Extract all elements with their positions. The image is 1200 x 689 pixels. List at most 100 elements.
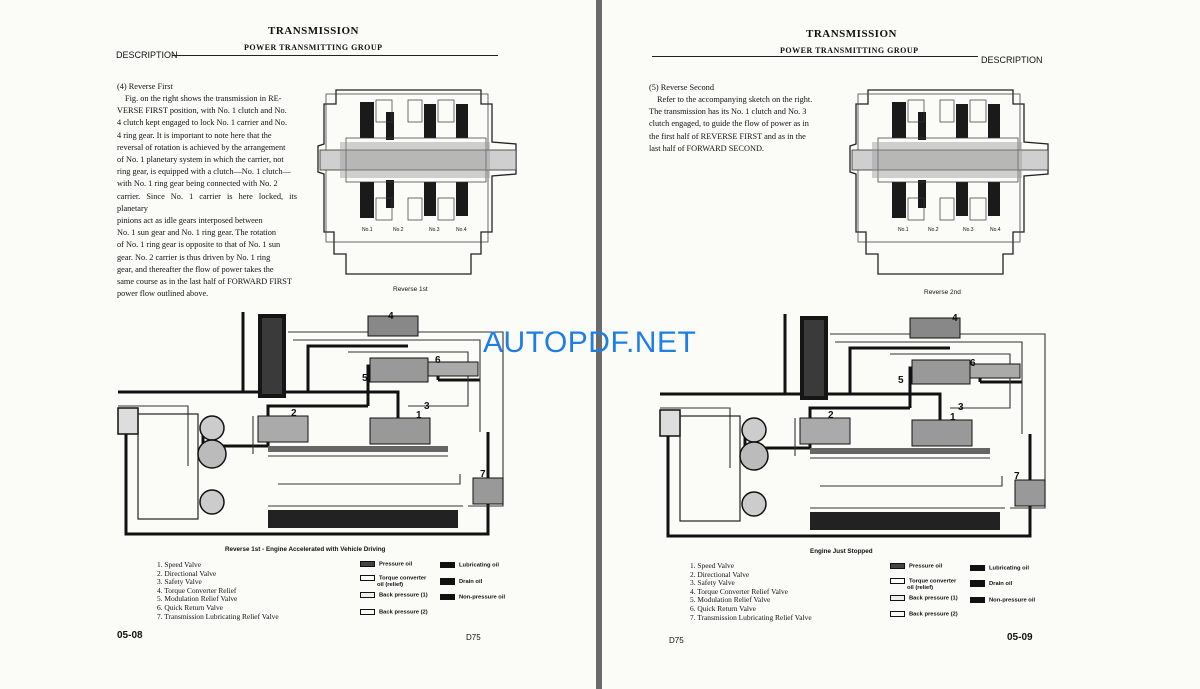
callout-4: 4 <box>388 311 394 322</box>
back1-swatch <box>890 595 905 601</box>
paragraph-line: Refer to the accompanying sketch on the … <box>657 95 813 104</box>
paragraph-line: same course as in the last half of FORWA… <box>117 277 292 287</box>
key-back2: Back pressure (2) <box>909 611 958 618</box>
sketch-caption: Reverse 2nd <box>924 289 961 296</box>
legend-item: 2. Directional Valve <box>157 568 217 578</box>
paragraph-line: of No. 1 planetary system in which the c… <box>117 155 284 165</box>
left-page: TRANSMISSION POWER TRANSMITTING GROUP DE… <box>0 0 596 689</box>
key-back1: Back pressure (1) <box>379 592 428 599</box>
legend-item: 6. Quick Return Valve <box>690 603 756 613</box>
hydraulic-diagram <box>659 314 1046 538</box>
legend-item: 5. Modulation Relief Valve <box>157 594 238 604</box>
callout-5: 5 <box>362 373 368 384</box>
page-number: 05-09 <box>1007 632 1033 643</box>
model-label: D75 <box>669 636 684 645</box>
paragraph-line: last half of FORWARD SECOND. <box>649 143 765 153</box>
clutch-label: No.3 <box>963 227 974 233</box>
key-pressure: Pressure oil <box>909 563 943 570</box>
header-rule <box>652 56 978 57</box>
paragraph-line: power flow outlined above. <box>117 289 209 299</box>
clutch-label: No.4 <box>456 227 467 233</box>
paragraph-line: The transmission has its No. 1 clutch an… <box>649 107 807 117</box>
back2-swatch <box>360 609 375 615</box>
hydraulic-diagram <box>117 312 504 536</box>
legend-item: 4. Torque Converter Relief Valve <box>690 586 788 596</box>
description-label: DESCRIPTION <box>981 55 1043 65</box>
legend-item: 6. Quick Return Valve <box>157 602 223 612</box>
oil-key: Pressure oil Lubricating oil Torque conv… <box>360 561 512 621</box>
sketch-caption: Reverse 1st <box>393 286 428 293</box>
callout-6: 6 <box>435 355 441 366</box>
clutch-label: No.2 <box>393 227 404 233</box>
key-back2: Back pressure (2) <box>379 609 428 616</box>
legend-item: 2. Directional Valve <box>690 569 750 579</box>
paragraph-line: of No. 1 ring gear is opposite to that o… <box>117 240 281 250</box>
key-pressure: Pressure oil <box>379 561 413 568</box>
callout-3: 3 <box>958 402 964 413</box>
key-drain: Drain oil <box>459 579 483 586</box>
paragraph-line: 4 ring gear. It is important to note her… <box>117 130 272 140</box>
key-lubricating: Lubricating oil <box>459 562 499 569</box>
callout-5: 5 <box>898 375 904 386</box>
callout-4: 4 <box>952 313 958 324</box>
nonpressure-swatch <box>970 597 985 603</box>
valve-legend: 1. Speed Valve 2. Directional Valve 3. S… <box>157 560 279 621</box>
watermark-text: AUTOPDF.NET <box>483 326 697 359</box>
paragraph-line: 4 clutch kept engaged to lock No. 1 carr… <box>117 118 288 128</box>
right-page: TRANSMISSION POWER TRANSMITTING GROUP DE… <box>602 0 1200 689</box>
section-heading: (4) Reverse First <box>117 82 173 91</box>
clutch-label: No.4 <box>990 227 1001 233</box>
legend-item: 7. Transmission Lubricating Relief Valve <box>690 612 812 622</box>
body-paragraph: Refer to the accompanying sketch on the … <box>649 94 831 155</box>
callout-2: 2 <box>291 408 297 419</box>
callout-3: 3 <box>424 401 430 412</box>
legend-item: 3. Safety Valve <box>157 577 202 587</box>
pressure-swatch <box>890 563 905 569</box>
key-converter: Torque converter <box>909 578 957 585</box>
pressure-swatch <box>360 561 375 567</box>
diagram-caption: Engine Just Stopped <box>810 548 873 555</box>
paragraph-line: gear. No. 2 carrier is thus driven by No… <box>117 252 271 262</box>
legend-item: 1. Speed Valve <box>157 560 201 569</box>
paragraph-line: reversal of rotation is achieved by the … <box>117 142 286 152</box>
paragraph-line: ring gear, is equipped with a clutch—No.… <box>117 167 291 177</box>
paragraph-line: the first half of REVERSE FIRST and as i… <box>649 131 806 141</box>
paragraph-line: No. 1 sun gear and No. 1 ring gear. The … <box>117 228 277 238</box>
page-subtitle: POWER TRANSMITTING GROUP <box>244 43 383 52</box>
legend-item: 3. Safety Valve <box>690 578 735 588</box>
callout-6: 6 <box>970 358 976 369</box>
page-title: TRANSMISSION <box>806 28 897 40</box>
paragraph-line: with No. 1 ring gear being connected wit… <box>117 179 278 189</box>
body-paragraph: Fig. on the right shows the transmission… <box>117 93 297 300</box>
header-rule <box>172 55 498 56</box>
legend-item: 5. Modulation Relief Valve <box>690 595 771 605</box>
key-nonpressure: Non-pressure oil <box>459 594 506 601</box>
page-gutter <box>596 0 602 689</box>
page-title: TRANSMISSION <box>268 25 359 37</box>
legend-item: 4. Torque Converter Relief <box>157 585 237 595</box>
callout-7: 7 <box>1014 471 1020 482</box>
paragraph-line: carrier. Since No. 1 carrier is here loc… <box>117 191 297 213</box>
back1-swatch <box>360 592 375 598</box>
diagram-caption: Reverse 1st - Engine Accelerated with Ve… <box>225 546 386 553</box>
page-subtitle: POWER TRANSMITTING GROUP <box>780 46 919 55</box>
lubricating-swatch <box>440 562 455 568</box>
key-drain: Drain oil <box>989 581 1013 588</box>
legend-item: 1. Speed Valve <box>690 561 734 570</box>
nonpressure-swatch <box>440 594 455 600</box>
paragraph-line: gear, and thereafter the flow of power t… <box>117 264 274 274</box>
model-label: D75 <box>466 633 481 642</box>
legend-item: 7. Transmission Lubricating Relief Valve <box>157 611 279 621</box>
key-converter-2: oil (relief) <box>377 582 404 588</box>
paragraph-line: VERSE FIRST position, with No. 1 clutch … <box>117 106 287 116</box>
drain-swatch <box>970 580 985 587</box>
lubricating-swatch <box>970 565 985 571</box>
oil-key: Pressure oil Lubricating oil Torque conv… <box>890 563 1042 623</box>
back2-swatch <box>890 611 905 617</box>
converter-swatch <box>360 575 375 581</box>
callout-1: 1 <box>950 412 956 423</box>
callout-1: 1 <box>416 410 422 421</box>
description-label: DESCRIPTION <box>116 50 178 60</box>
clutch-label: No.1 <box>898 227 909 233</box>
clutch-label: No.1 <box>362 227 373 233</box>
